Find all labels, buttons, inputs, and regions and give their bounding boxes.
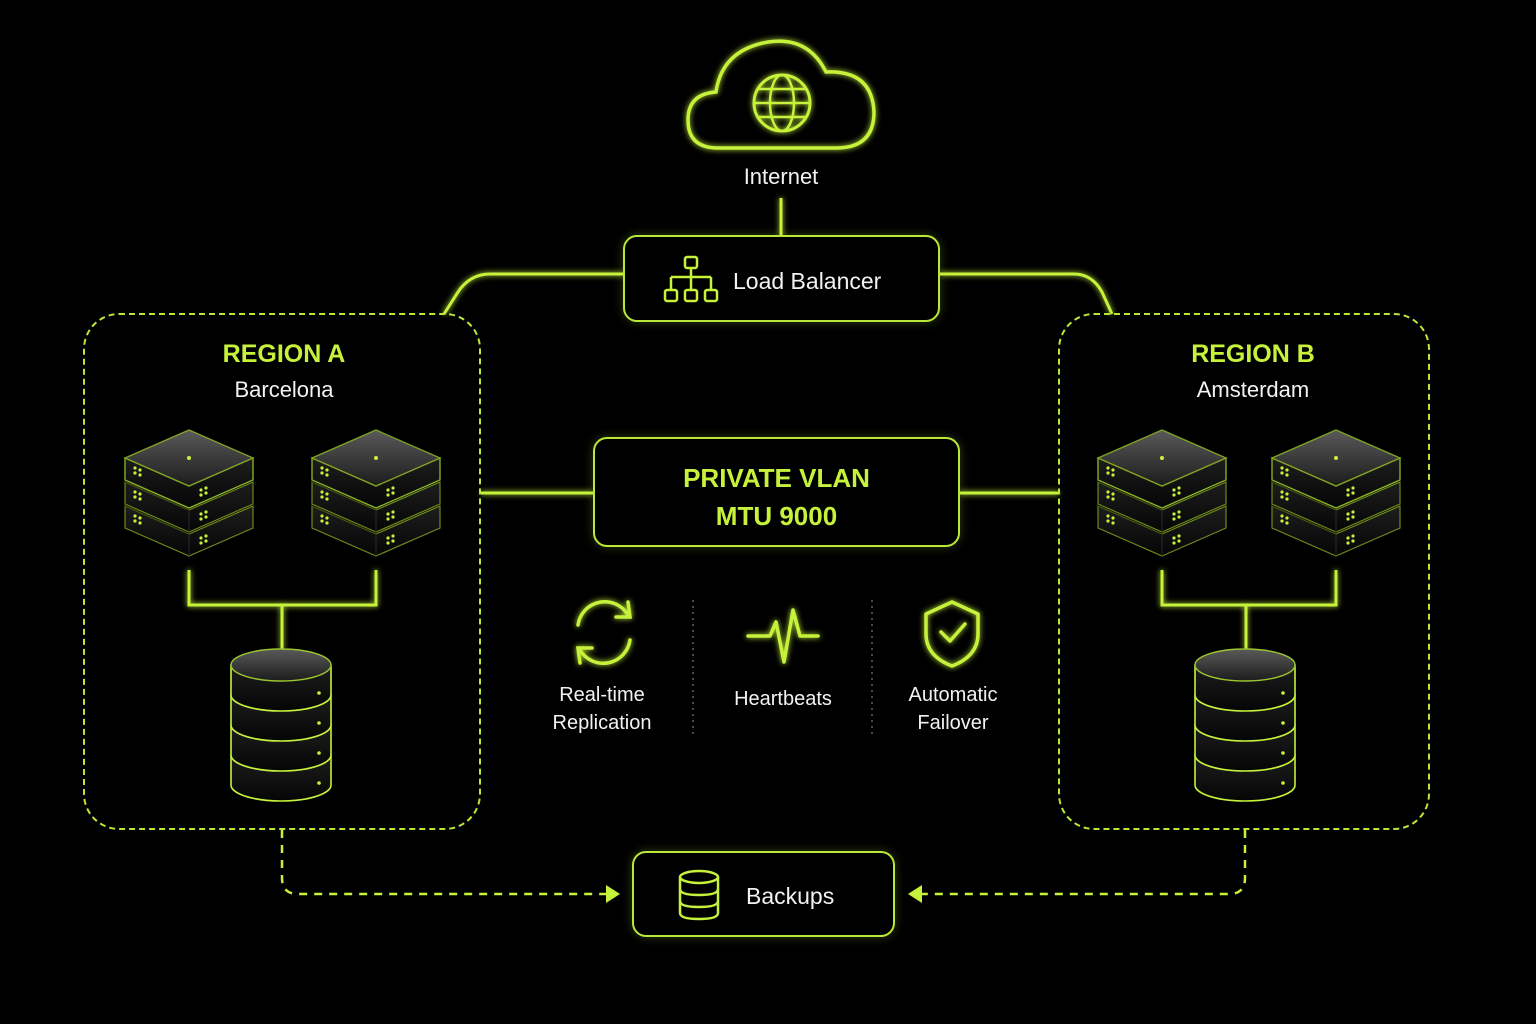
- backup-link-b: [922, 830, 1247, 896]
- region-a-title: REGION A: [222, 340, 346, 368]
- shield-check-icon: [924, 600, 980, 668]
- database-icon: [678, 869, 720, 921]
- load-balancer-label: Load Balancer: [733, 268, 882, 294]
- internet-label: Internet: [743, 164, 819, 189]
- feature-failover-line2: Failover: [917, 712, 989, 734]
- sync-icon: [576, 599, 632, 666]
- region-a-container: [83, 313, 481, 830]
- feature-heartbeats: Heartbeats: [734, 688, 832, 710]
- link-region-b-servers: [1160, 570, 1338, 650]
- link-lb-region-b: [940, 272, 1114, 315]
- arrow-head-b: [908, 885, 922, 903]
- vlan-title: PRIVATE VLAN: [683, 463, 870, 493]
- link-lb-region-a: [442, 272, 624, 315]
- backups-label: Backups: [746, 883, 835, 909]
- cloud-globe-icon: [686, 39, 876, 150]
- feature-failover-line1: Automatic: [908, 684, 998, 706]
- link-region-a-servers: [187, 570, 378, 650]
- feature-replication-line2: Replication: [552, 712, 652, 734]
- feature-replication-line1: Real-time: [559, 684, 645, 706]
- region-b-title: REGION B: [1191, 340, 1315, 368]
- private-vlan-node[interactable]: PRIVATE VLAN MTU 9000: [593, 437, 960, 547]
- region-a-city: Barcelona: [234, 377, 334, 402]
- backups-node[interactable]: Backups: [632, 851, 895, 937]
- hierarchy-icon: [663, 255, 719, 303]
- region-b-city: Amsterdam: [1196, 377, 1310, 402]
- pulse-icon: [746, 608, 820, 664]
- region-b-container: [1058, 313, 1430, 830]
- vlan-mtu: MTU 9000: [715, 501, 838, 531]
- arrow-head-a: [606, 885, 620, 903]
- backup-link-a: [280, 830, 606, 896]
- load-balancer-node[interactable]: Load Balancer: [623, 235, 940, 322]
